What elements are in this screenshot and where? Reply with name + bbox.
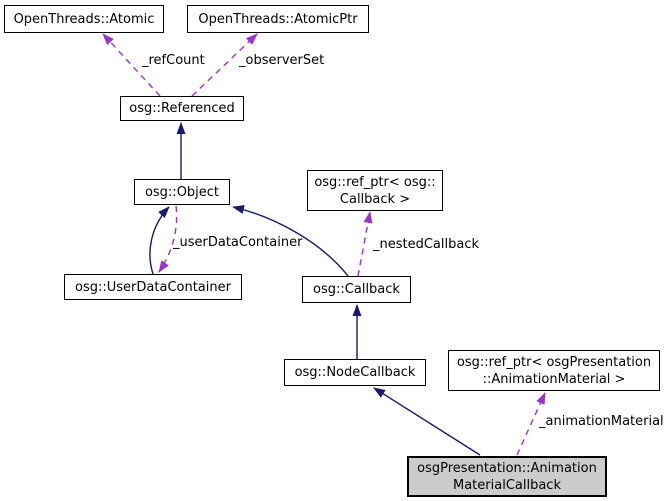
node-label: osg::ref_ptr< osg:: Callback > bbox=[314, 174, 436, 207]
edge-label-animationmaterial: _animationMaterial bbox=[539, 414, 664, 429]
node-osg-ref-ptr-callback[interactable]: osg::ref_ptr< osg:: Callback > bbox=[307, 170, 443, 211]
edge-label-refcount: _refCount bbox=[142, 53, 205, 68]
node-label: osg::UserDataContainer bbox=[75, 279, 231, 295]
node-label: osg::Object bbox=[144, 184, 220, 200]
edge-usage-refcount bbox=[102, 33, 161, 97]
node-osg-referenced[interactable]: osg::Referenced bbox=[120, 96, 244, 121]
node-label: osgPresentation::Animation MaterialCallb… bbox=[417, 460, 597, 493]
edge-usage-animationmaterial bbox=[516, 392, 546, 456]
edge-inheritance-userdatacontainer-object bbox=[149, 206, 170, 275]
edge-label-userdatacontainer: _userDataContainer bbox=[173, 235, 303, 250]
node-osgpresentation-animationmaterialcallback: osgPresentation::Animation MaterialCallb… bbox=[407, 456, 607, 497]
node-label: OpenThreads::AtomicPtr bbox=[198, 11, 358, 27]
edge-label-nestedcallback: _nestedCallback bbox=[373, 237, 480, 252]
node-label: osg::ref_ptr< osgPresentation ::Animatio… bbox=[456, 354, 652, 387]
edge-label-observerset: _observerSet bbox=[239, 53, 325, 68]
edge-inheritance-callback-object bbox=[232, 205, 349, 277]
node-openthreads-atomic[interactable]: OpenThreads::Atomic bbox=[4, 5, 164, 33]
edge-usage-nestedcallback bbox=[357, 211, 373, 277]
node-osg-callback[interactable]: osg::Callback bbox=[302, 276, 411, 303]
node-label: osg::Callback bbox=[313, 282, 400, 297]
edge-inheritance-animationmaterialcallback-nodecallback bbox=[373, 387, 481, 456]
node-label: osg::NodeCallback bbox=[294, 365, 416, 380]
node-label: osg::Referenced bbox=[129, 101, 235, 116]
node-osg-ref-ptr-animationmaterial[interactable]: osg::ref_ptr< osgPresentation ::Animatio… bbox=[448, 350, 660, 391]
node-osg-object[interactable]: osg::Object bbox=[134, 179, 230, 205]
edge-usage-userdatacontainer bbox=[158, 205, 178, 273]
node-osg-nodecallback[interactable]: osg::NodeCallback bbox=[284, 359, 426, 386]
node-osg-userdatacontainer[interactable]: osg::UserDataContainer bbox=[64, 274, 242, 300]
node-openthreads-atomicptr[interactable]: OpenThreads::AtomicPtr bbox=[187, 5, 369, 33]
node-label: OpenThreads::Atomic bbox=[13, 11, 155, 27]
edge-usage-observerset bbox=[191, 33, 258, 97]
